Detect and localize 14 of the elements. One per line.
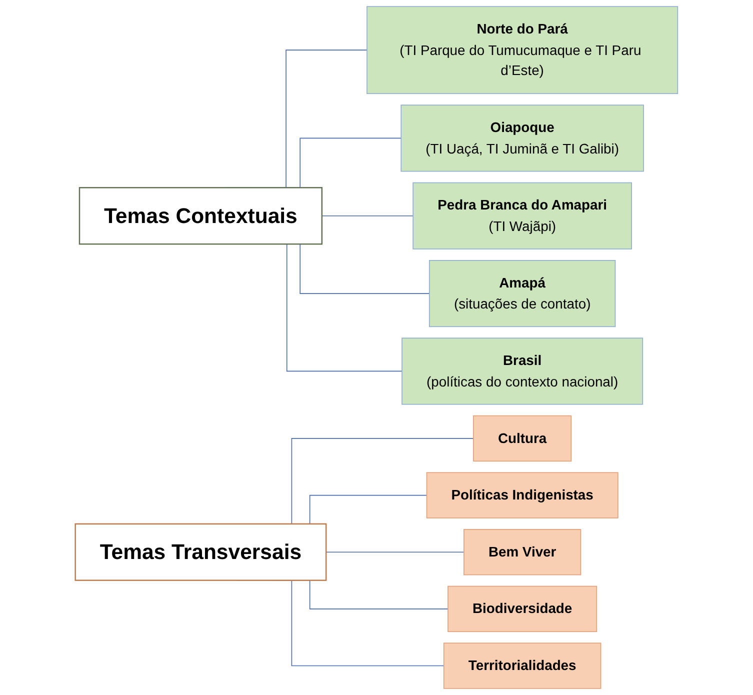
node-box: Pedra Branca do Amapari (TI Wajãpi): [412, 182, 632, 250]
node-box: Amapá (situações de contato): [429, 260, 616, 328]
node-box: Biodiversidade: [448, 586, 598, 632]
node-box: Brasil (políticas do contexto nacional): [402, 338, 644, 405]
node-box: Norte do Pará (TI Parque do Tumucumaque e TI Paru d’Este): [366, 6, 678, 94]
node-box: Temas Contextuais: [78, 187, 323, 245]
node-box: Temas Transversais: [74, 523, 327, 581]
connector: [326, 552, 464, 553]
node-box: Bem Viver: [464, 529, 582, 576]
node-box: Cultura: [473, 415, 572, 462]
node-box: Políticas Indigenistas: [426, 472, 618, 518]
node-box: Territorialidades: [443, 642, 602, 689]
connector: [322, 215, 414, 216]
node-box: Oiapoque (TI Uaçá, TI Juminã e TI Galibi): [400, 104, 644, 172]
